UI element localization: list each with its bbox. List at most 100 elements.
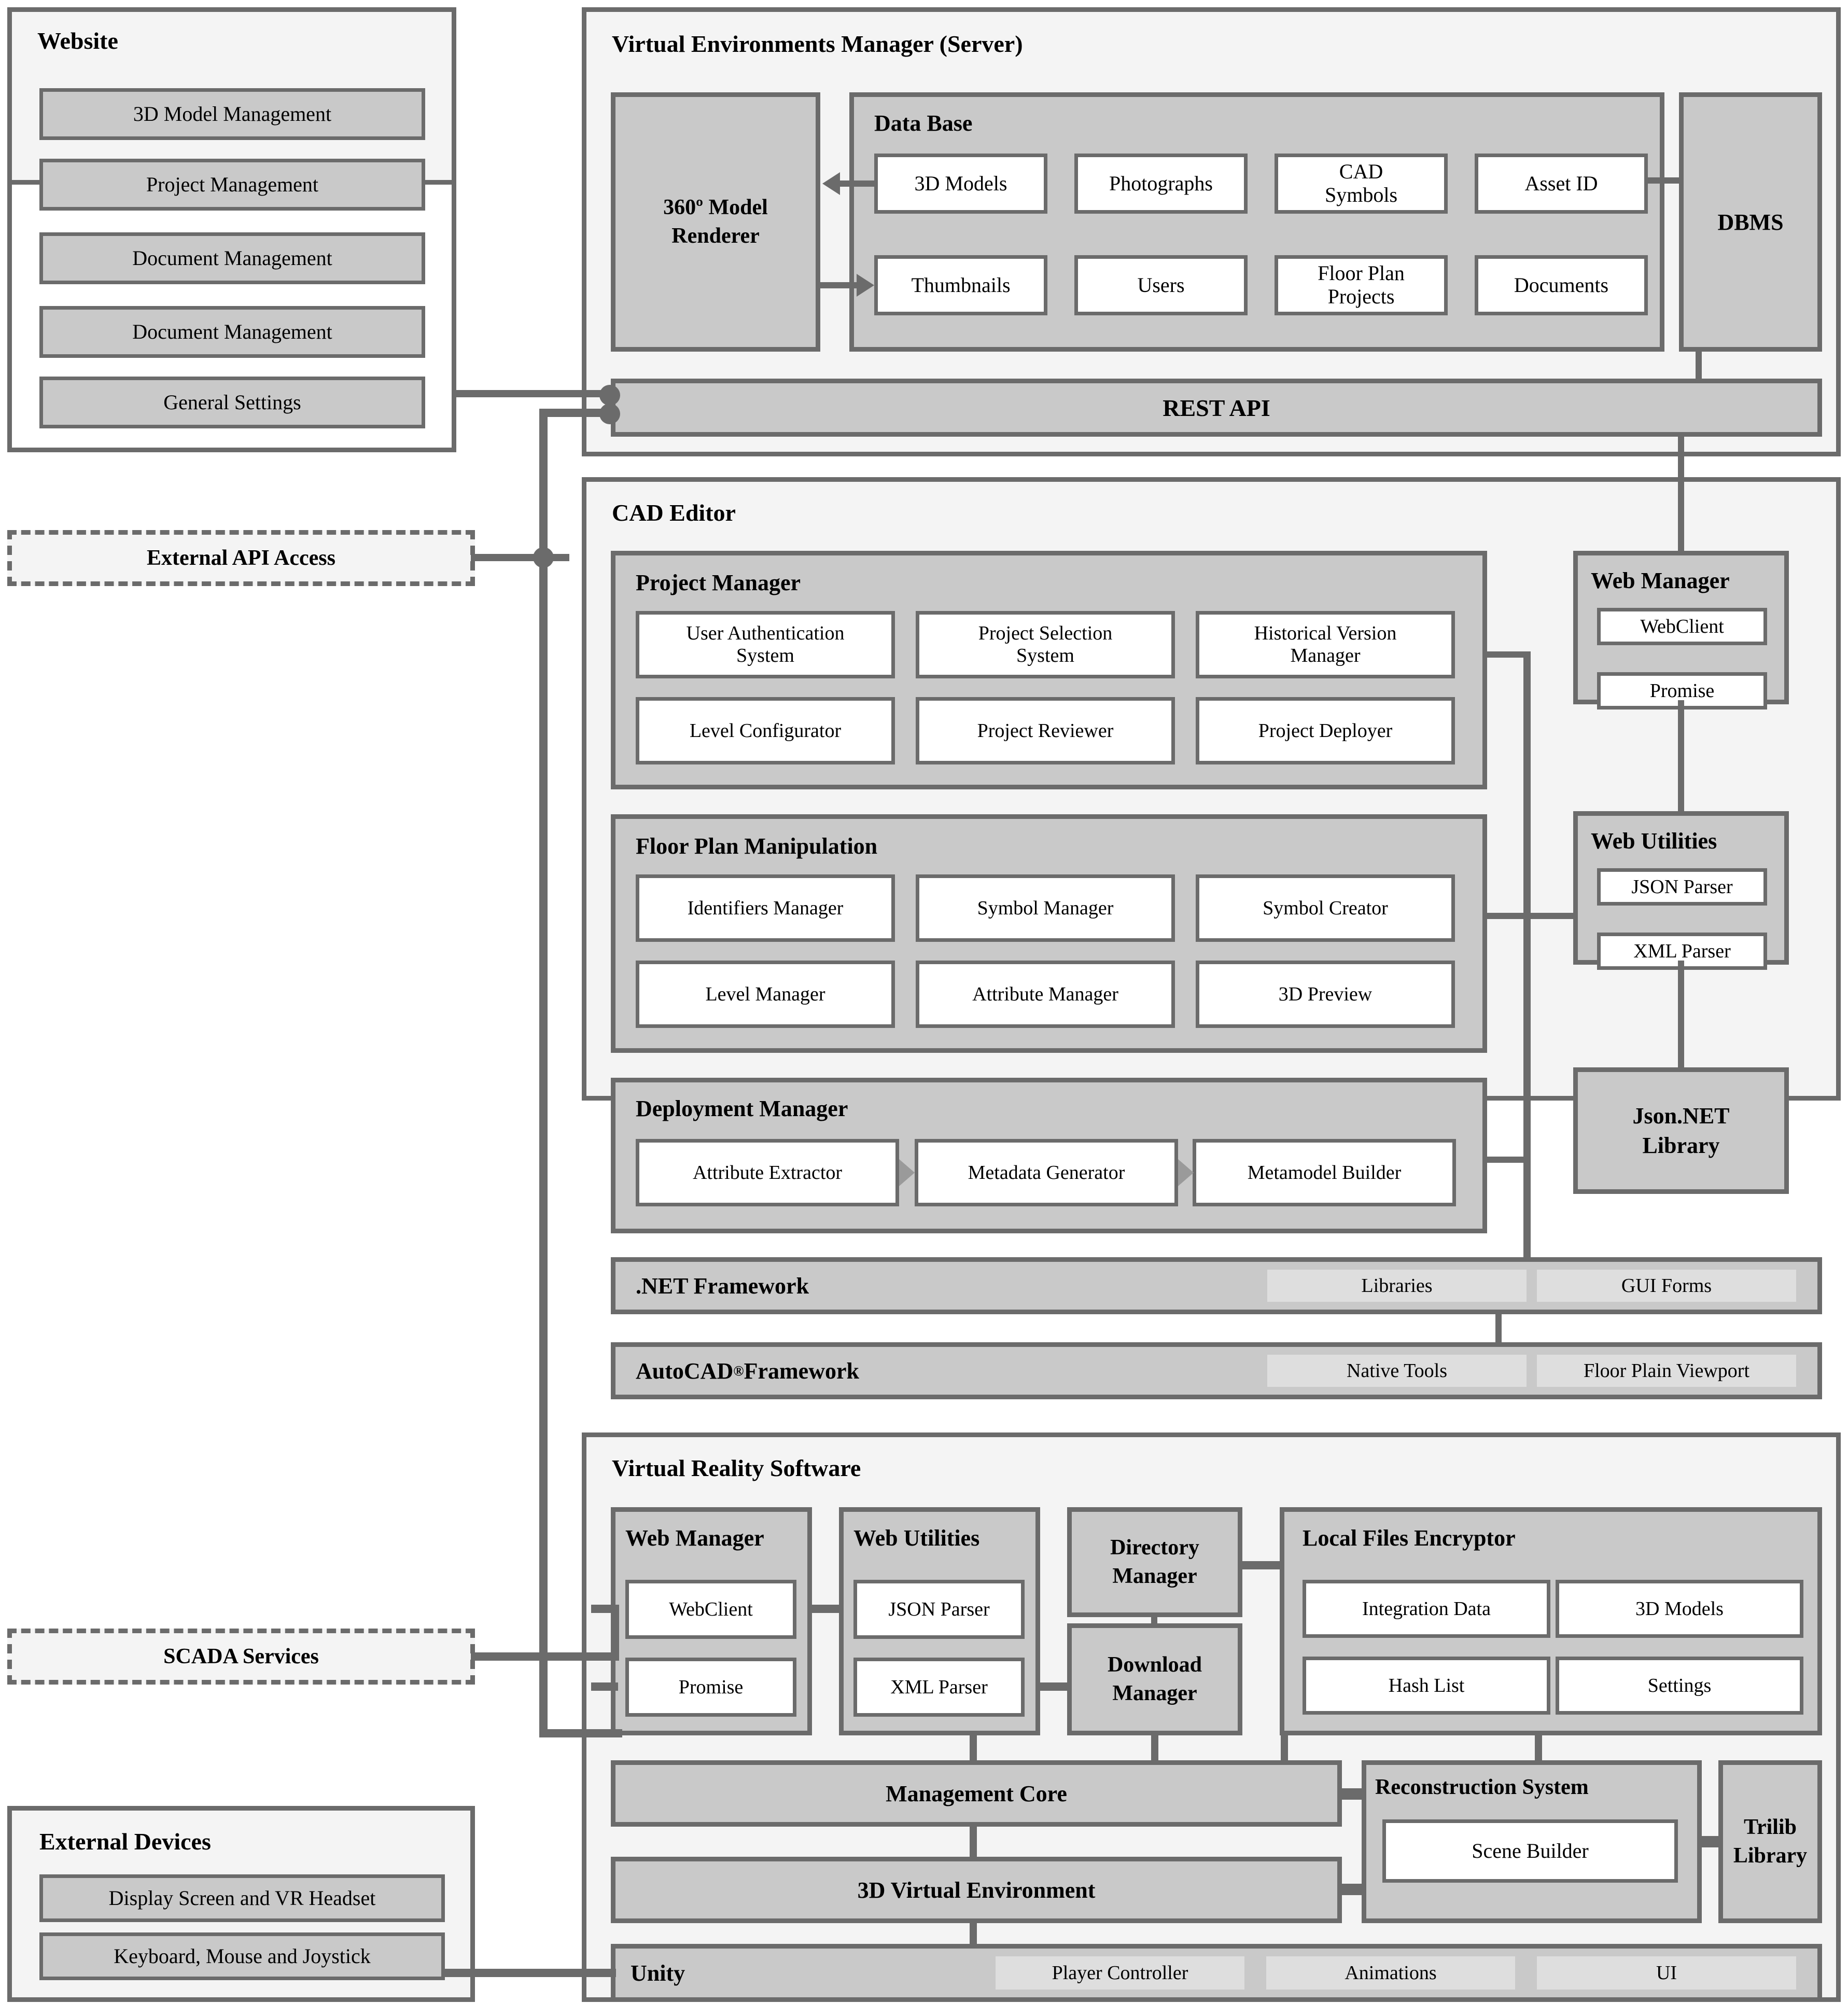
json-net-line2: Library — [1642, 1133, 1720, 1158]
trilib-line2: Library — [1733, 1844, 1808, 1868]
lfe-3d-models[interactable]: 3D Models — [1556, 1580, 1803, 1638]
database-cell-floor-plan-projects[interactable]: Floor Plan Projects — [1275, 255, 1448, 315]
connector-endpoint-externalapi — [533, 547, 554, 568]
dm-attribute-extractor[interactable]: Attribute Extractor — [636, 1139, 899, 1206]
dm-metamodel-builder[interactable]: Metamodel Builder — [1193, 1139, 1456, 1206]
trilib-line1: Trilib — [1744, 1815, 1797, 1840]
connector-lfe-reconstruction — [1535, 1732, 1542, 1763]
vr-web-utilities-xml-parser[interactable]: XML Parser — [853, 1658, 1025, 1717]
lfe-integration-data[interactable]: Integration Data — [1303, 1580, 1550, 1638]
autocad-tag-native-tools[interactable]: Native Tools — [1267, 1355, 1527, 1387]
cad-symbols-line2: Symbols — [1324, 183, 1398, 206]
dotnet-tag-libraries[interactable]: Libraries — [1267, 1270, 1527, 1302]
website-item-2[interactable]: Document Management — [39, 232, 425, 284]
pm-historical-version-manager[interactable]: Historical Version Manager — [1196, 611, 1455, 678]
website-panel-frame — [7, 7, 456, 452]
download-manager-label: Download Manager — [1067, 1623, 1242, 1735]
unity-tag-player-controller[interactable]: Player Controller — [996, 1956, 1244, 1990]
connector-downloadmgr-mgmtcore — [1151, 1732, 1158, 1763]
pm-project-deployer[interactable]: Project Deployer — [1196, 697, 1455, 764]
fp-attribute-manager[interactable]: Attribute Manager — [916, 961, 1175, 1028]
cad-web-utilities-json-parser[interactable]: JSON Parser — [1597, 868, 1767, 906]
project-manager-title: Project Manager — [636, 570, 801, 595]
connector-externalapi-to-bus — [471, 554, 569, 561]
scene-builder-box[interactable]: Scene Builder — [1382, 1819, 1678, 1883]
cad-web-utilities-title: Web Utilities — [1591, 828, 1717, 854]
dotnet-tag-gui-forms[interactable]: GUI Forms — [1537, 1270, 1796, 1302]
vr-web-manager-webclient[interactable]: WebClient — [625, 1580, 796, 1639]
website-item-3[interactable]: Document Management — [39, 306, 425, 358]
model-renderer-label: 360º Model Renderer — [611, 92, 820, 352]
lfe-hash-list[interactable]: Hash List — [1303, 1657, 1550, 1715]
fp-identifiers-manager[interactable]: Identifiers Manager — [636, 874, 895, 942]
dm-metadata-generator[interactable]: Metadata Generator — [915, 1139, 1178, 1206]
scada-services-box — [7, 1629, 475, 1685]
floor-plan-manipulation-title: Floor Plan Manipulation — [636, 833, 878, 859]
connector-3dmodels-renderer-line — [840, 180, 876, 187]
connector-webutilities-jsonnet — [1678, 961, 1684, 1072]
fp-symbol-creator[interactable]: Symbol Creator — [1196, 874, 1455, 942]
database-cell-photographs[interactable]: Photographs — [1074, 154, 1248, 214]
connector-endpoint-website-restapi — [599, 385, 620, 406]
fp-3d-preview[interactable]: 3D Preview — [1196, 961, 1455, 1028]
pm-user-authentication-system[interactable]: User Authentication System — [636, 611, 895, 678]
unity-tag-ui[interactable]: UI — [1537, 1956, 1796, 1990]
connector-virtualenv-reconstruction — [1341, 1884, 1365, 1895]
external-device-item-0[interactable]: Display Screen and VR Headset — [39, 1874, 445, 1922]
external-device-item-1[interactable]: Keyboard, Mouse and Joystick — [39, 1932, 445, 1980]
fp-symbol-manager[interactable]: Symbol Manager — [916, 874, 1175, 942]
arrow-generator-to-builder-icon — [1178, 1159, 1194, 1186]
vr-web-manager-promise[interactable]: Promise — [625, 1658, 796, 1717]
pm-level-configurator[interactable]: Level Configurator — [636, 697, 895, 764]
cad-web-manager-webclient[interactable]: WebClient — [1597, 608, 1767, 645]
connector-externaldevices-to-unity — [442, 1969, 616, 1977]
autocad-registered-icon: ® — [733, 1362, 744, 1379]
connector-scada-to-vr-h — [471, 1652, 618, 1661]
unity-tag-animations[interactable]: Animations — [1266, 1956, 1515, 1990]
website-item-1[interactable]: Project Management — [39, 159, 425, 211]
external-api-access-box — [7, 530, 475, 586]
autocad-label-post: Framework — [744, 1358, 859, 1384]
pm-cell-1-line2: System — [1016, 645, 1074, 666]
cad-bus-branch-web-utilities — [1523, 913, 1577, 919]
autocad-framework-label: AutoCAD® Framework — [636, 1342, 859, 1399]
connector-endpoint-bus-restapi — [599, 404, 620, 424]
database-cell-asset-id[interactable]: Asset ID — [1475, 154, 1648, 214]
rest-api-band[interactable] — [611, 379, 1822, 437]
database-cell-3d-models[interactable]: 3D Models — [874, 154, 1047, 214]
website-item-0[interactable]: 3D Model Management — [39, 88, 425, 140]
cad-symbols-line1: CAD — [1339, 160, 1383, 184]
connector-dbms-restapi — [1696, 352, 1702, 382]
fp-level-manager[interactable]: Level Manager — [636, 961, 895, 1028]
pm-project-selection-system[interactable]: Project Selection System — [916, 611, 1175, 678]
external-devices-title: External Devices — [39, 1828, 211, 1855]
autocad-label-pre: AutoCAD — [636, 1358, 734, 1384]
database-cell-thumbnails[interactable]: Thumbnails — [874, 255, 1047, 315]
cad-web-manager-title: Web Manager — [1591, 568, 1730, 593]
download-manager-line2: Manager — [1112, 1681, 1197, 1705]
directory-manager-line2: Manager — [1112, 1564, 1197, 1588]
dbms-label: DBMS — [1717, 209, 1784, 235]
floor-plan-projects-line1: Floor Plan — [1318, 261, 1405, 285]
website-item-4[interactable]: General Settings — [39, 377, 425, 428]
local-files-encryptor-title: Local Files Encryptor — [1303, 1525, 1516, 1551]
connector-webmanager-webutilities — [1678, 700, 1684, 815]
pm-project-reviewer[interactable]: Project Reviewer — [916, 697, 1175, 764]
connector-assetid-dbms — [1648, 177, 1680, 184]
vr-web-utilities-json-parser[interactable]: JSON Parser — [853, 1580, 1025, 1639]
vr-software-title: Virtual Reality Software — [612, 1455, 861, 1481]
dbms-box[interactable] — [1679, 92, 1822, 352]
model-renderer-box[interactable] — [611, 92, 820, 352]
pm-cell-1-line1: Project Selection — [978, 622, 1113, 645]
database-cell-cad-symbols[interactable]: CAD Symbols — [1275, 154, 1448, 214]
json-net-library-box[interactable] — [1573, 1067, 1789, 1194]
database-cell-users[interactable]: Users — [1074, 255, 1248, 315]
trilib-library-box[interactable] — [1718, 1760, 1822, 1923]
connector-vr-webutilities-mgmtcore — [970, 1732, 977, 1763]
pm-cell-2-line1: Historical Version — [1254, 622, 1397, 645]
autocad-tag-floor-plain-viewport[interactable]: Floor Plain Viewport — [1537, 1355, 1796, 1387]
database-cell-documents[interactable]: Documents — [1475, 255, 1648, 315]
connector-lfe-mgmtcore — [1281, 1732, 1288, 1763]
lfe-settings[interactable]: Settings — [1556, 1657, 1803, 1715]
